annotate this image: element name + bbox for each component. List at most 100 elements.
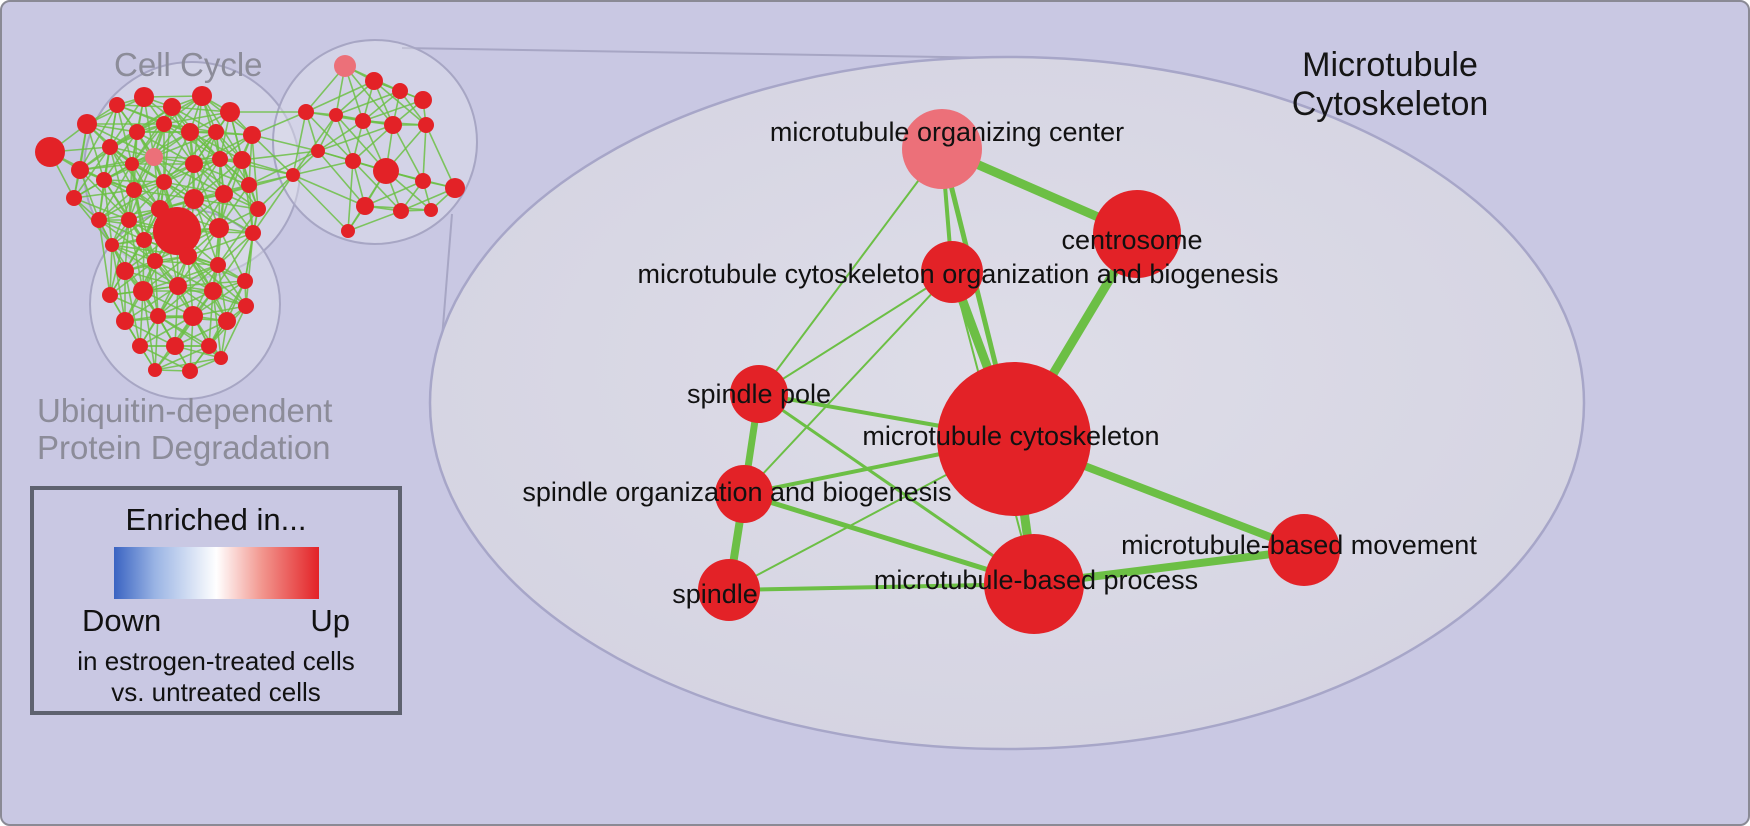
overview-edge: [217, 264, 228, 322]
overview-node: [365, 72, 383, 90]
overview-edge: [352, 160, 402, 212]
node-mbp: [984, 534, 1084, 634]
overview-node: [214, 351, 228, 365]
overview-edge: [187, 255, 194, 317]
overview-edge: [133, 189, 195, 200]
overview-node: [125, 157, 139, 171]
overview-edge: [292, 160, 354, 176]
overview-node: [77, 114, 97, 134]
node-moc: [902, 109, 982, 189]
overview-edge: [128, 219, 144, 292]
cluster-label-ubiquitin-line2: Protein Degradation: [37, 429, 331, 466]
overview-edge: [193, 198, 259, 210]
overview-node: [201, 338, 217, 354]
node-centrosome: [1093, 190, 1181, 278]
overview-node: [355, 113, 371, 129]
overview-edge: [425, 124, 456, 189]
zoom-indicator-line: [401, 47, 1005, 59]
overview-edge: [163, 131, 191, 183]
overview-edge: [124, 320, 176, 347]
overview-node: [392, 83, 408, 99]
overview-node: [245, 225, 261, 241]
node-mcob: [921, 241, 983, 303]
cluster-label-ubiquitin-line1: Ubiquitin-dependent: [37, 392, 333, 429]
overview-node: [134, 87, 154, 107]
overview-network: [35, 39, 478, 400]
overview-node: [129, 124, 145, 140]
overview-node: [341, 224, 355, 238]
overview-edge: [103, 131, 138, 181]
overview-edge: [347, 210, 402, 232]
label-sob: spindle organization and biogenesis: [522, 477, 951, 507]
overview-node: [220, 102, 240, 122]
overview-node: [102, 287, 118, 303]
overview-node: [156, 174, 172, 190]
overview-edge: [109, 146, 135, 191]
overview-edge: [292, 111, 307, 176]
overview-edge: [392, 124, 424, 182]
overview-node: [148, 363, 162, 377]
overview-node: [181, 123, 199, 141]
overview-node: [334, 55, 356, 77]
overview-edge: [131, 131, 191, 165]
overview-node: [415, 173, 431, 189]
overview-node: [182, 363, 198, 379]
overview-node: [233, 151, 251, 169]
overview-node: [116, 262, 134, 280]
overview-edge: [153, 156, 221, 160]
legend-caption: in estrogen-treated cells vs. untreated …: [34, 646, 398, 708]
overview-edge: [219, 158, 294, 176]
cluster-label-microtubule-line1: Microtubule: [1302, 46, 1478, 84]
overview-edge: [252, 174, 294, 234]
overview-node: [241, 177, 257, 193]
overview-edge: [335, 90, 401, 116]
overview-edge: [153, 156, 225, 195]
overview-edge: [335, 114, 354, 162]
overview-node: [35, 137, 65, 167]
overview-edge: [305, 111, 354, 162]
overview-node: [66, 190, 82, 206]
cluster-label-cell-cycle: Cell Cycle: [114, 46, 263, 83]
overview-edge: [131, 123, 165, 165]
cluster-label-microtubule-cytoskeleton: Microtubule Cytoskeleton: [1285, 46, 1495, 124]
overview-edge: [124, 285, 179, 322]
overview-node: [163, 98, 181, 116]
overview-edge: [317, 120, 364, 152]
overview-node: [126, 182, 142, 198]
overview-edge: [317, 150, 366, 207]
overview-node: [166, 337, 184, 355]
overview-edge: [241, 150, 319, 161]
overview-edge: [154, 345, 210, 371]
overview-node: [179, 247, 197, 265]
overview-node: [424, 203, 438, 217]
overview-node: [209, 218, 229, 238]
overview-edge: [124, 270, 179, 287]
overview-edge: [422, 124, 427, 182]
overview-node: [71, 161, 89, 179]
legend: Enriched in... Down Up in estrogen-treat…: [30, 486, 402, 715]
edge-mcob-sob: [743, 271, 953, 495]
node-spindle-pole: [730, 365, 788, 423]
overview-edge: [292, 174, 349, 232]
overview-edge: [212, 290, 222, 359]
overview-edge: [109, 260, 156, 296]
overview-edge: [292, 174, 366, 207]
overview-node: [418, 117, 434, 133]
legend-up-label: Up: [310, 603, 350, 638]
overview-edge: [111, 208, 161, 246]
overview-edge: [109, 96, 145, 148]
overview-node: [192, 86, 212, 106]
overview-node: [96, 172, 112, 188]
overview-node: [204, 282, 222, 300]
edge-moc-spindle-pole: [758, 148, 943, 395]
overview-node: [212, 151, 228, 167]
overview-edge: [362, 99, 424, 122]
overview-node: [329, 108, 343, 122]
overview-node: [237, 273, 253, 289]
overview-edge: [143, 96, 155, 158]
overview-node: [298, 104, 314, 120]
node-spindle: [698, 559, 760, 621]
overview-edge: [154, 315, 159, 371]
overview-node: [414, 91, 432, 109]
overview-node: [286, 168, 300, 182]
